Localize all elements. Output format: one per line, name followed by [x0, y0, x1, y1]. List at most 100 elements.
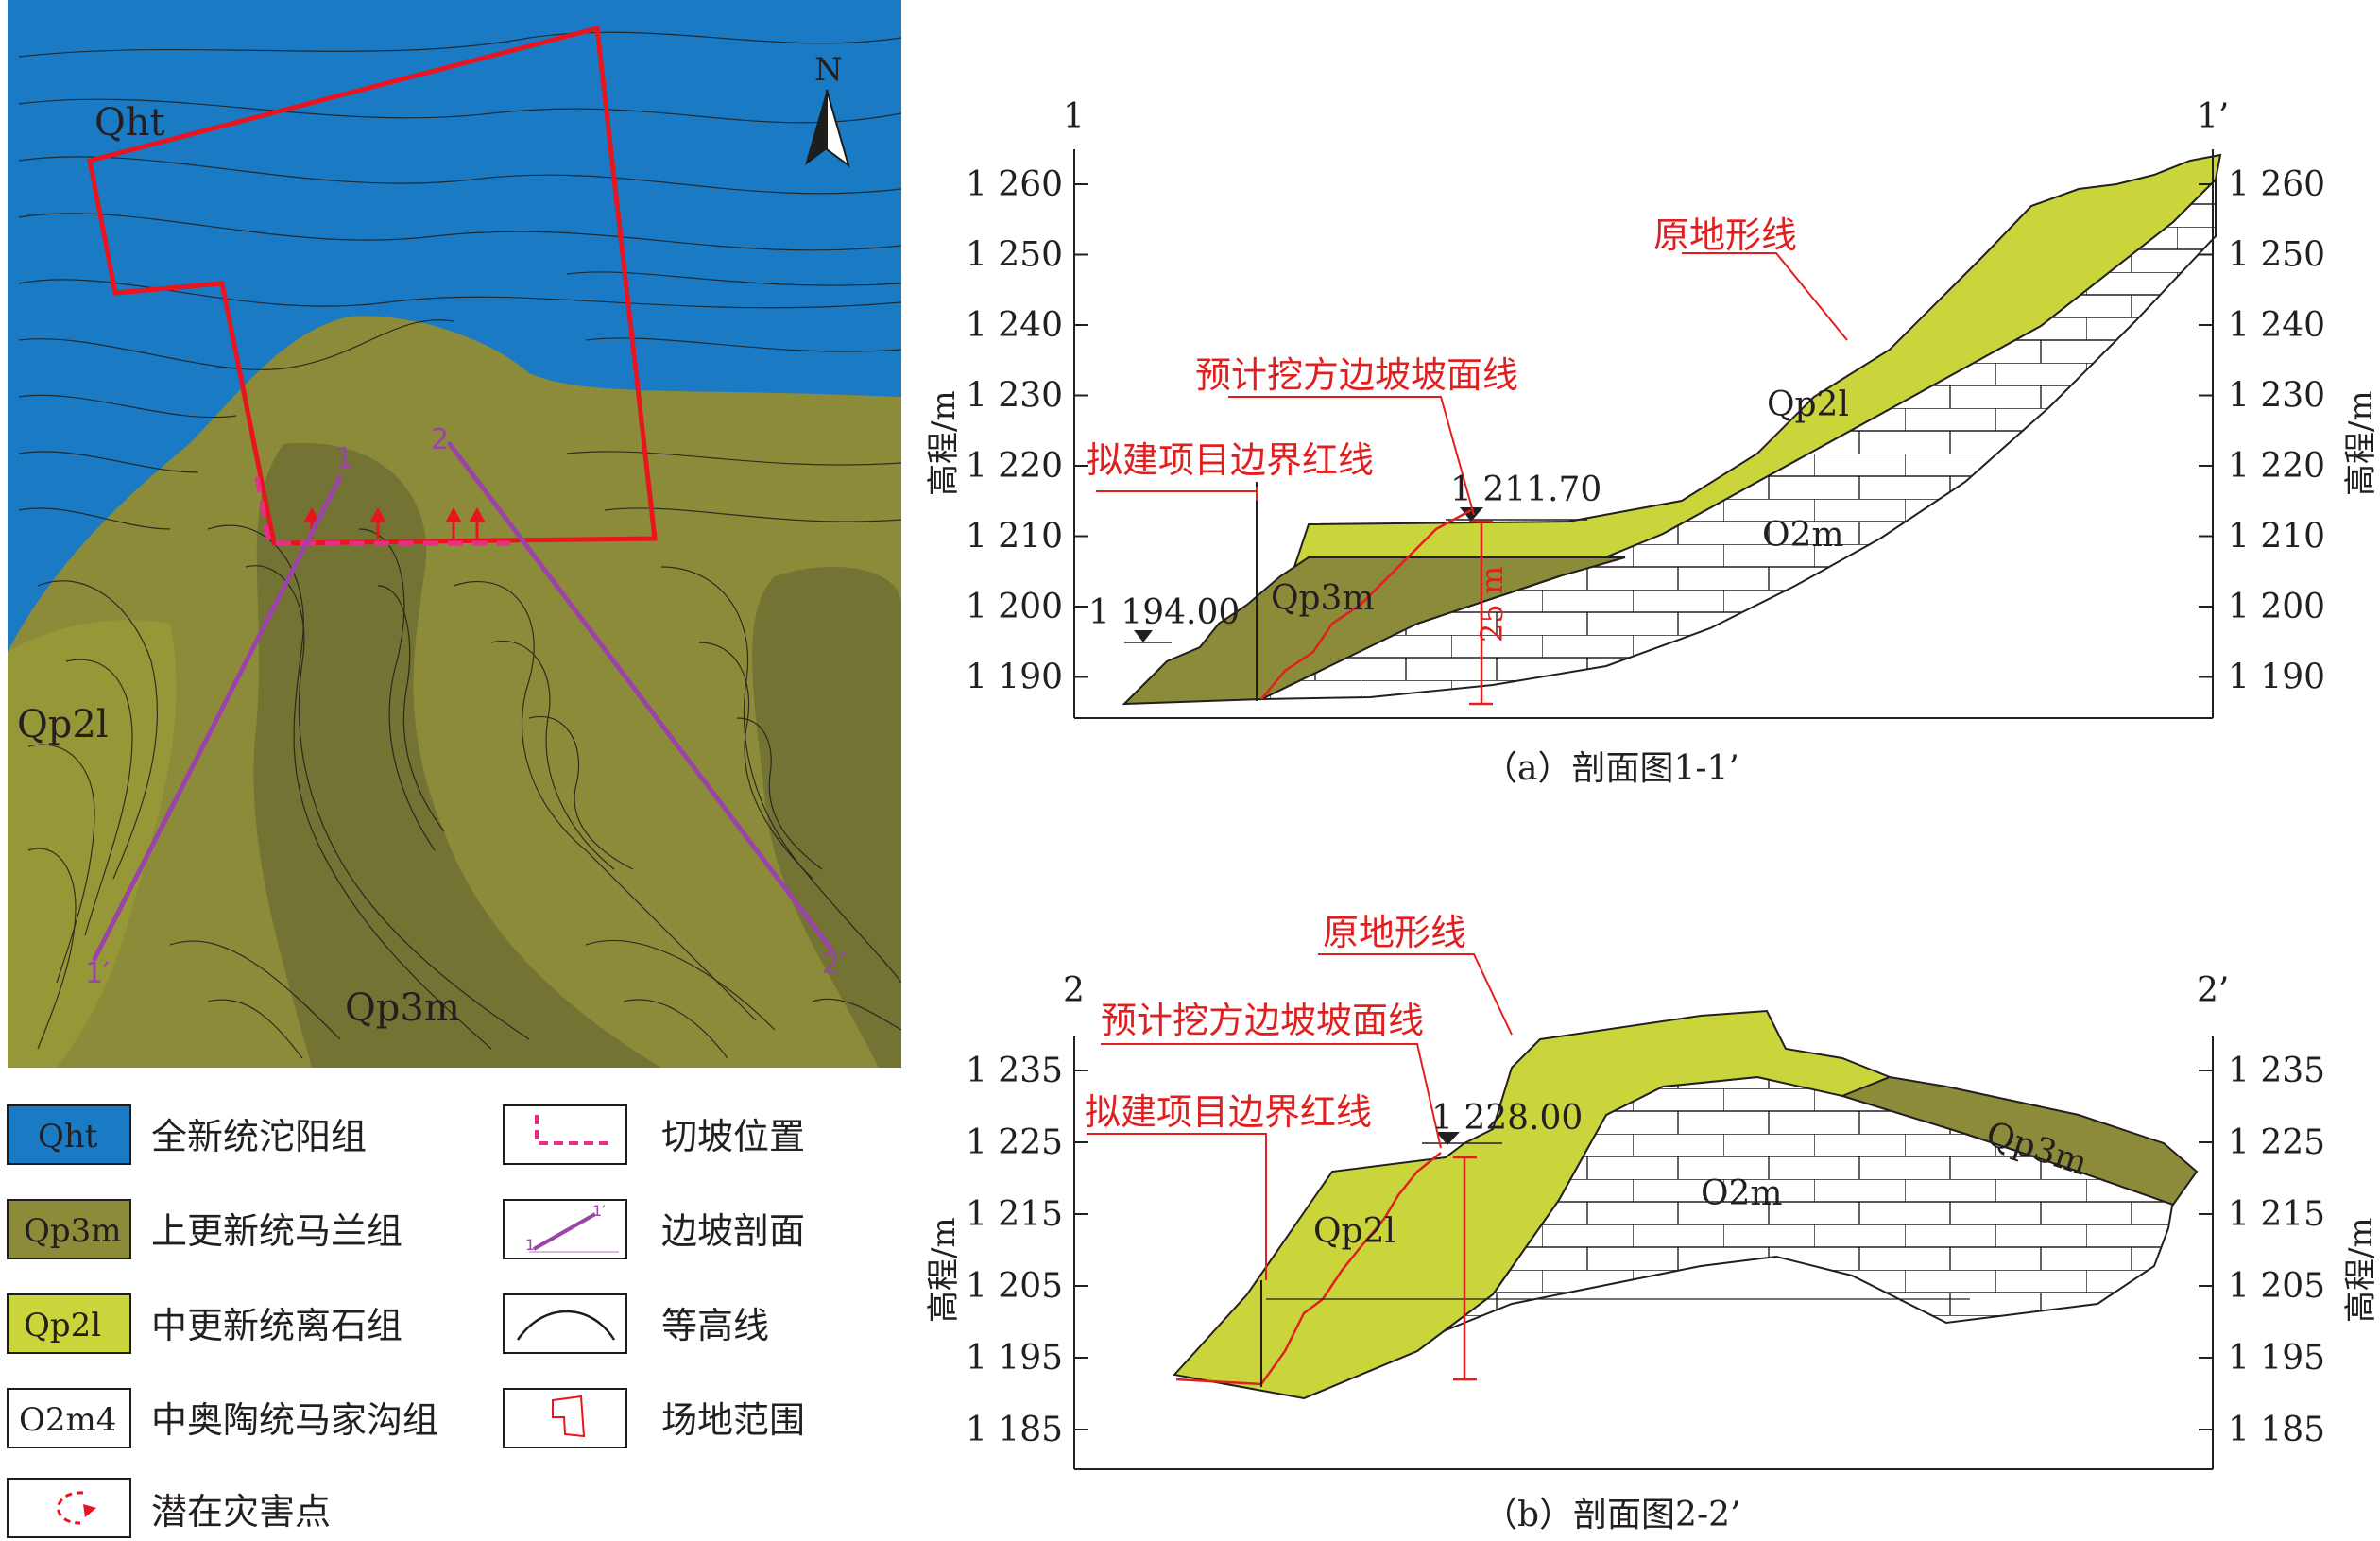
tick-label-left: 1 215: [966, 1195, 1063, 1234]
tick-label-right: 1 195: [2228, 1339, 2325, 1378]
section-a-left-label: 1: [1063, 97, 1085, 136]
tick-label-right: 1 230: [2228, 377, 2325, 416]
qp3m-area: [8, 316, 901, 1068]
legend-label-contour: 等高线: [661, 1305, 769, 1346]
qp2l-area-west: [8, 620, 177, 1068]
legend-item-cut-slope: 切坡位置: [503, 1104, 805, 1165]
tick-label-right: 1 215: [2228, 1195, 2325, 1234]
section-a-right-label: 1’: [2197, 97, 2229, 136]
profile-label-2b: 2′: [822, 948, 847, 981]
legend-item-contour: 等高线: [503, 1293, 769, 1354]
legend-item-qp3m: Qp3m 上更新统马兰组: [7, 1199, 402, 1259]
section-lines: [92, 441, 834, 962]
section-b-qp2l: [1173, 1009, 1892, 1400]
legend-label-cut-slope: 切坡位置: [661, 1116, 805, 1157]
legend-item-hazard: 潜在灾害点: [7, 1478, 331, 1538]
tick-label-left: 1 205: [966, 1267, 1063, 1306]
section-a: 1 1’ 25 m 原地形线 预计挖方边坡坡面线 拟建项目边界红线: [925, 97, 2380, 788]
svg-text:1′: 1′: [592, 1202, 606, 1220]
section-a-qp2l-label: Qp2l: [1767, 385, 1849, 424]
tick-label-left: 1 195: [966, 1339, 1063, 1378]
section-b-height-dimension: [1453, 1156, 1477, 1381]
legend-label-qp3m: 上更新统马兰组: [151, 1210, 402, 1252]
tick-label-left: 1 225: [966, 1123, 1063, 1162]
section-b-left-label: 2: [1063, 971, 1085, 1010]
geological-map: 1 1′ 2 2′ Qht Qp2l Qp3m N: [8, 0, 901, 1068]
north-label: N: [814, 51, 843, 89]
legend-item-site: 场地范围: [503, 1388, 805, 1448]
legend-item-o2m: O2m4 中奥陶统马家沟组: [7, 1388, 438, 1448]
legend-label-qht: 全新统沱阳组: [151, 1116, 367, 1157]
section-b: 2 2’ 原地形线 预计挖方边坡坡面线 拟建项目边界红线 1 228.00: [925, 912, 2380, 1534]
tick-label-right: 1 235: [2228, 1052, 2325, 1090]
tick-label-right: 1 220: [2228, 447, 2325, 486]
section-line-icon: [533, 1212, 596, 1251]
section-a-caption: （a）剖面图1-1’: [1483, 749, 1739, 788]
legend: Qht 全新统沱阳组 Qp3m 上更新统马兰组 Qp2l 中更新统离石组 O2m…: [7, 1104, 805, 1538]
tick-label-right: 1 250: [2228, 236, 2325, 275]
tick-label-right: 1 200: [2228, 588, 2325, 626]
qp3m-dark-band-east: [752, 567, 901, 1068]
section-b-o2m-label: O2m: [1701, 1174, 1783, 1213]
tick-label-right: 1 185: [2228, 1411, 2325, 1449]
tick-label-right: 1 205: [2228, 1267, 2325, 1306]
tick-label-left: 1 230: [966, 377, 1063, 416]
profile-label-1: 1: [335, 442, 353, 475]
legend-code-o2m: O2m4: [19, 1401, 116, 1439]
contour-lines: [18, 31, 901, 1059]
tick-label-left: 1 220: [966, 447, 1063, 486]
section-a-o2m-label: O2m: [1762, 516, 1844, 555]
site-boundary: [87, 25, 658, 546]
legend-code-qp2l: Qp2l: [24, 1307, 101, 1344]
section-b-boundary-label: 拟建项目边界红线: [1085, 1091, 1372, 1133]
tick-label-left: 1 250: [966, 236, 1063, 275]
legend-item-qp2l: Qp2l 中更新统离石组: [7, 1293, 402, 1354]
section-b-ylabel-left: 高程/m: [925, 1217, 963, 1323]
section-b-excavation-line: [1175, 1152, 1442, 1386]
section-b-qp3m: [1839, 1075, 2199, 1207]
section-a-excavation-line: [1260, 508, 1472, 700]
section-a-elev-top: 1 211.70: [1450, 471, 1601, 509]
legend-item-section: 1′ 1 边坡剖面: [503, 1199, 805, 1259]
section-b-qp2l-label: Qp2l: [1313, 1212, 1395, 1251]
svg-text:1: 1: [525, 1236, 535, 1254]
north-arrow-icon: N: [805, 51, 850, 168]
section-b-excavation-label: 预计挖方边坡坡面线: [1101, 1000, 1424, 1041]
tick-label-left: 1 190: [966, 659, 1063, 697]
legend-label-hazard: 潜在灾害点: [151, 1491, 331, 1532]
contour-line-icon: [516, 1310, 616, 1341]
tick-label-left: 1 235: [966, 1052, 1063, 1090]
section-a-ylabel-left: 高程/m: [925, 390, 963, 496]
section-b-caption: （b）剖面图2-2’: [1483, 1496, 1740, 1534]
section-b-ticks: 1 235 1 235 1 225 1 225 1 215 1 215 1 205 1 205…: [966, 1052, 2325, 1449]
profile-label-2: 2: [431, 423, 449, 456]
legend-label-o2m: 中奥陶统马家沟组: [151, 1399, 438, 1441]
legend-code-qp3m: Qp3m: [24, 1212, 122, 1250]
tick-label-left: 1 210: [966, 518, 1063, 556]
section-a-qp3m-label: Qp3m: [1271, 579, 1375, 618]
legend-item-qht: Qht 全新统沱阳组: [7, 1104, 367, 1165]
section-a-boundary-label: 拟建项目边界红线: [1087, 439, 1374, 481]
section-a-excavation-label: 预计挖方边坡坡面线: [1195, 354, 1518, 396]
section-a-height-label: 25 m: [1474, 566, 1510, 642]
hazard-arrows: [303, 506, 486, 539]
tick-label-left: 1 260: [966, 165, 1063, 204]
map-label-qp3m: Qp3m: [345, 986, 460, 1030]
tick-label-right: 1 240: [2228, 306, 2325, 345]
map-label-qp2l: Qp2l: [17, 703, 109, 746]
tick-label-left: 1 240: [966, 306, 1063, 345]
tick-label-right: 1 210: [2228, 518, 2325, 556]
section-b-frame: [1073, 1036, 2214, 1470]
cut-slope-position: [254, 476, 510, 546]
legend-code-qht: Qht: [38, 1118, 98, 1156]
qp3m-dark-band-west: [253, 442, 661, 1068]
section-a-terrain-label: 原地形线: [1653, 214, 1797, 256]
legend-label-qp2l: 中更新统离石组: [151, 1305, 402, 1346]
cut-slope-icon: [535, 1115, 614, 1145]
section-a-qp3m: [1122, 556, 1626, 706]
tick-label-right: 1 225: [2228, 1123, 2325, 1162]
section-a-frame: [1073, 149, 2214, 719]
section-a-elev-low: 1 194.00: [1088, 593, 1240, 632]
section-a-height-dimension: [1469, 520, 1493, 706]
